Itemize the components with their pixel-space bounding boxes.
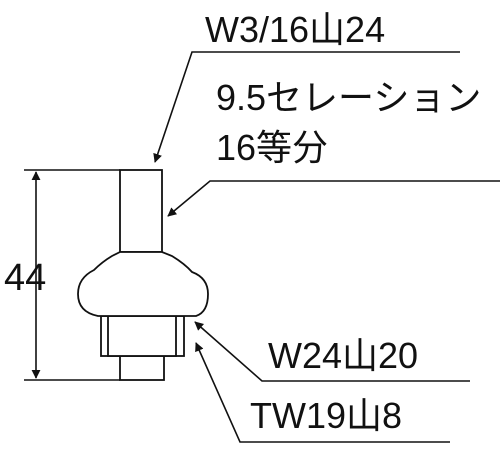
thread-inner	[107, 315, 177, 357]
height-value: 44	[4, 257, 46, 299]
height-dimension: 44	[4, 169, 120, 381]
label-lower-thread-2: TW19山8	[250, 395, 402, 436]
leader-line	[195, 342, 450, 443]
stem	[119, 169, 163, 253]
leader-lower-thread-2: TW19山8	[195, 342, 450, 443]
label-top-thread: W3/16山24	[205, 9, 385, 50]
leader-serration: 9.5セレーション 16等分	[167, 77, 500, 217]
leader-line	[153, 51, 460, 163]
label-lower-thread-1: W24山20	[268, 335, 418, 376]
leader-line	[194, 321, 470, 382]
dome-body	[77, 251, 209, 317]
leader-top-thread: W3/16山24	[153, 9, 460, 163]
label-serration-line1: 9.5セレーション	[216, 77, 481, 118]
fitting-part	[77, 169, 209, 381]
leader-line	[167, 180, 500, 217]
bottom-spigot	[119, 354, 165, 381]
leader-lower-thread-1: W24山20	[194, 321, 470, 382]
label-serration-line2: 16等分	[216, 127, 328, 168]
